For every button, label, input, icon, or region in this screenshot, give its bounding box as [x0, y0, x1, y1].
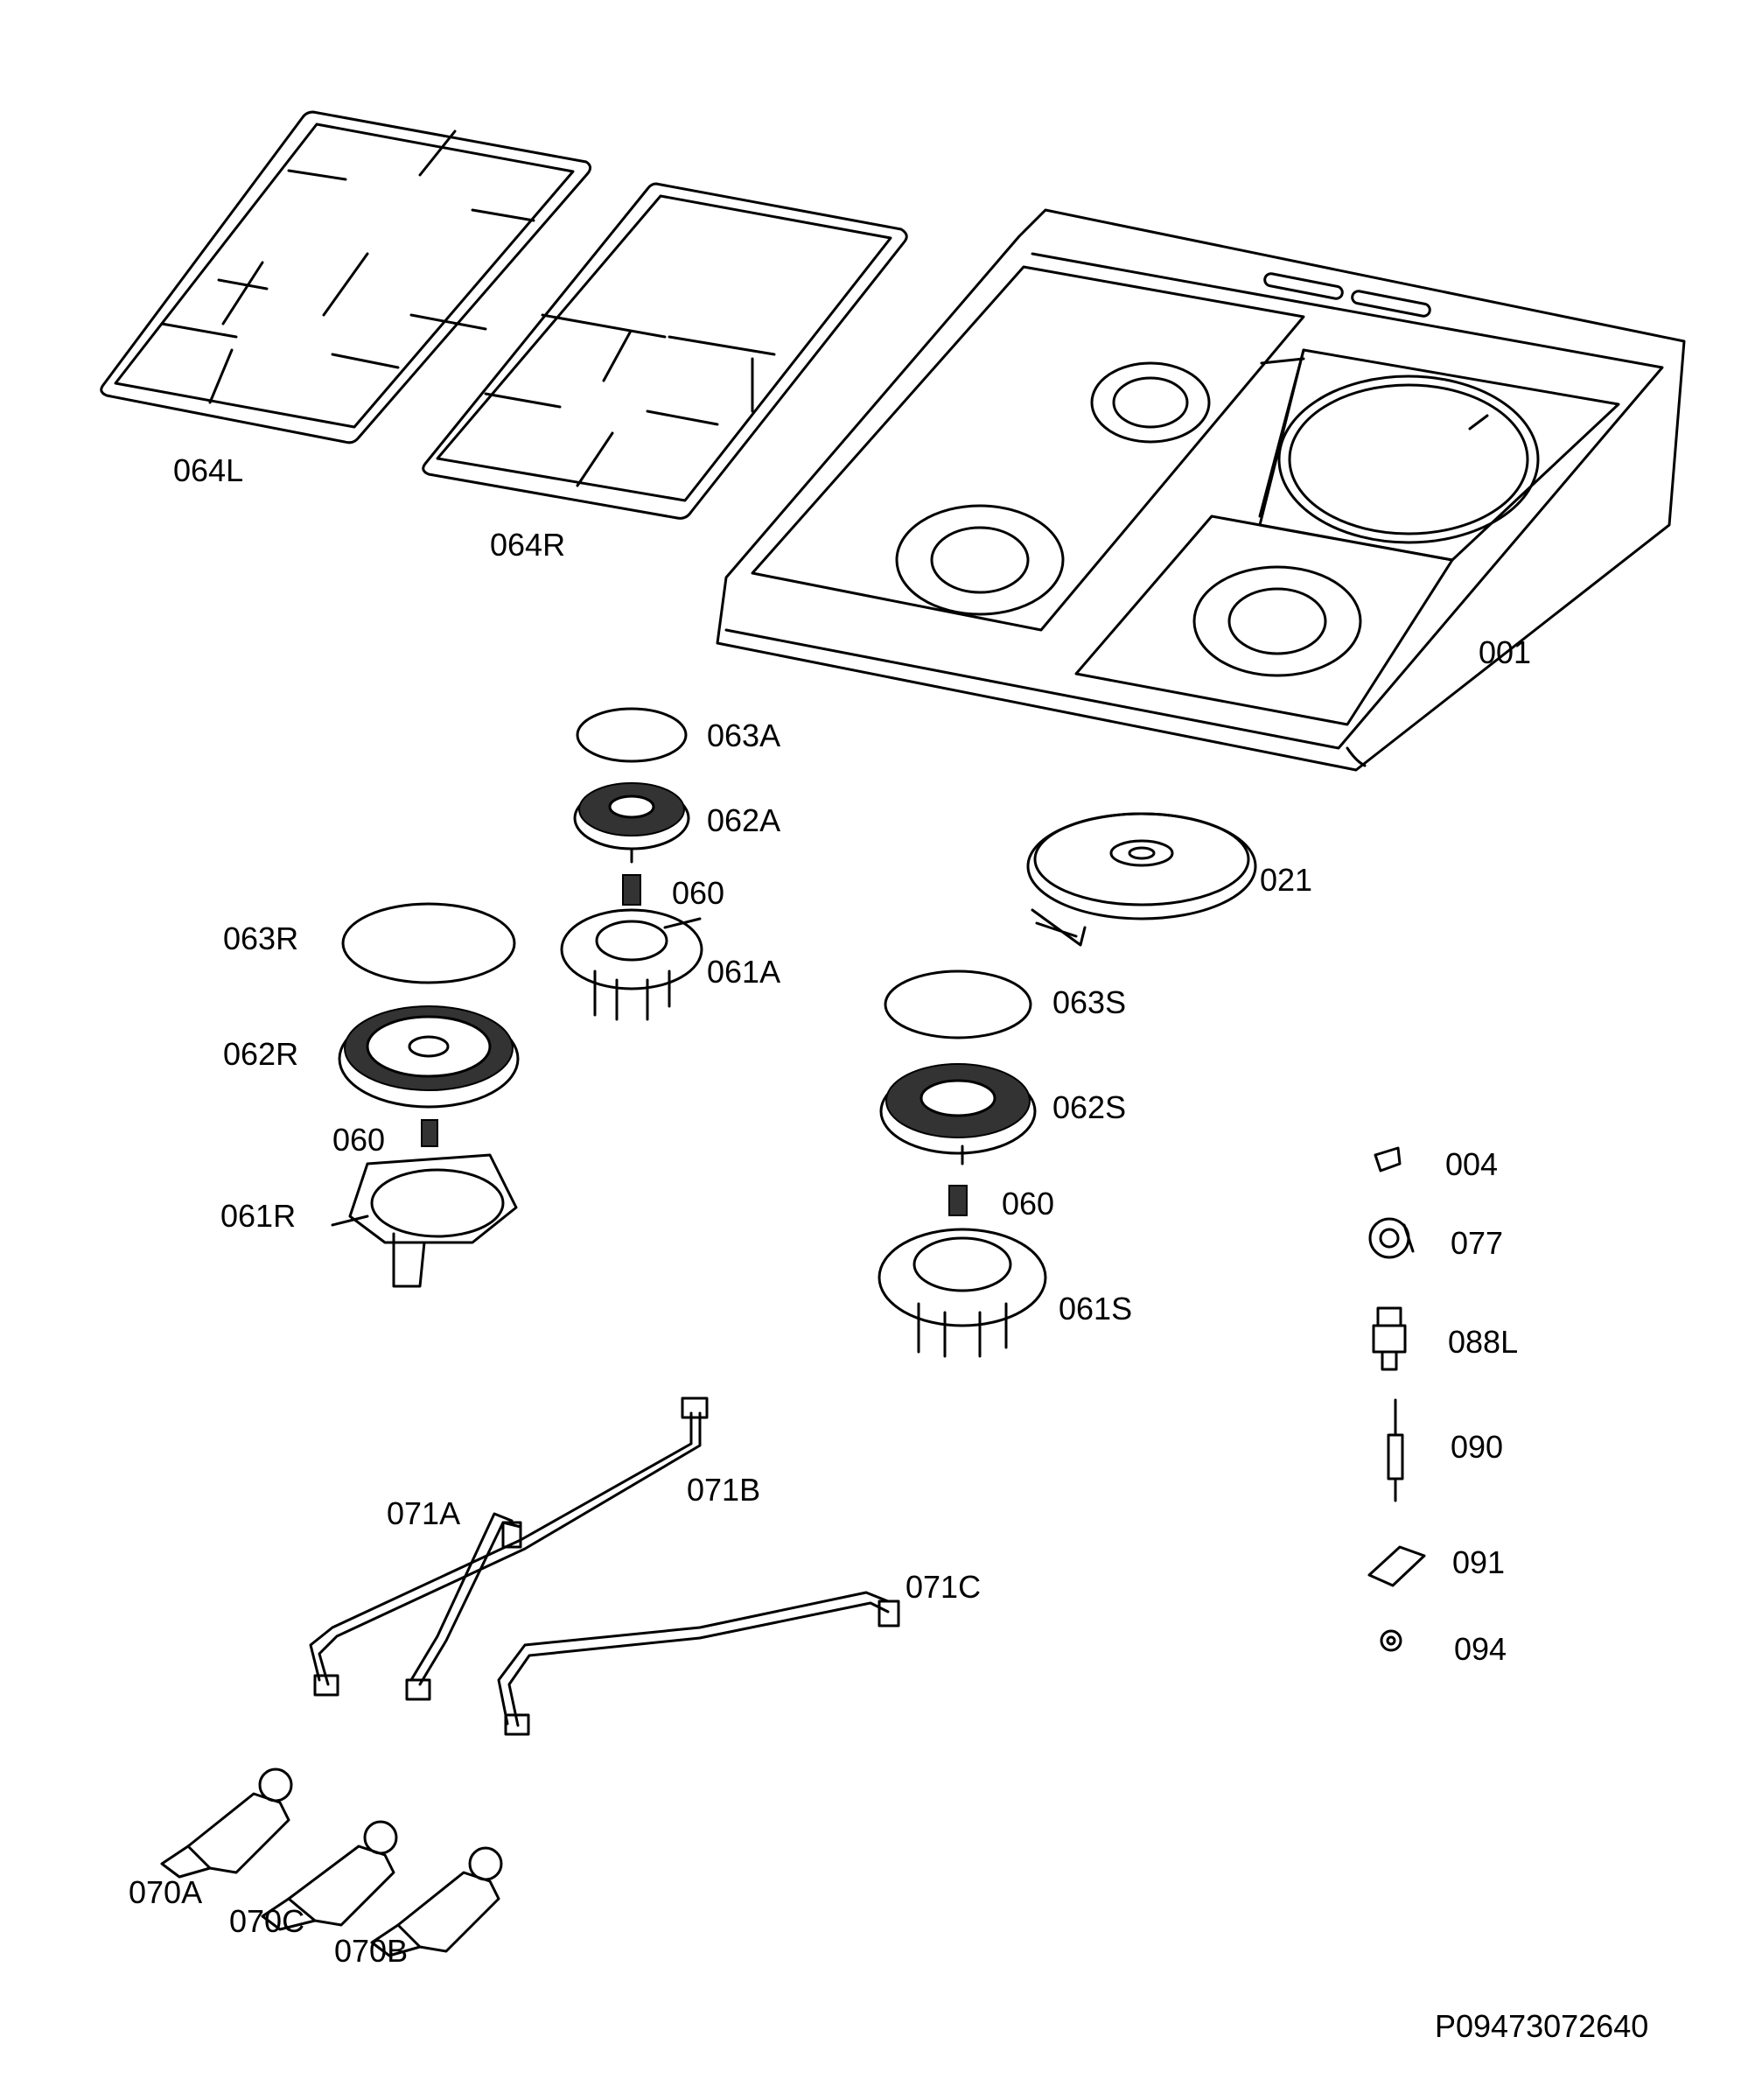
label-070C: 070C: [229, 1903, 305, 1939]
label-063A: 063A: [707, 718, 781, 753]
burner-head-062S: [879, 1063, 1037, 1166]
label-071A: 071A: [387, 1495, 461, 1531]
label-071C: 071C: [905, 1569, 982, 1605]
part-094: [1380, 1629, 1402, 1652]
injector-060-c: [948, 1185, 968, 1216]
gas-taps-070: [160, 1768, 503, 1957]
label-004: 004: [1445, 1146, 1499, 1182]
burner-head-062R: [338, 1005, 520, 1109]
injector-060-a: [622, 874, 641, 906]
label-061A: 061A: [707, 954, 781, 990]
label-060-c: 060: [1002, 1186, 1055, 1222]
label-063S: 063S: [1052, 984, 1127, 1020]
pan-support-064L: [100, 110, 592, 444]
label-062R: 062R: [223, 1036, 299, 1072]
part-088L: [1372, 1306, 1407, 1371]
label-094: 094: [1454, 1631, 1507, 1667]
part-091: [1367, 1545, 1426, 1587]
label-021: 021: [1260, 862, 1313, 898]
burner-base-061S: [878, 1228, 1047, 1358]
label-070B: 070B: [334, 1933, 409, 1969]
burner-base-061A: [560, 908, 703, 1021]
label-071B: 071B: [687, 1472, 761, 1508]
label-060-a: 060: [672, 875, 725, 911]
label-061S: 061S: [1059, 1291, 1133, 1326]
label-064R: 064R: [490, 527, 566, 563]
label-063R: 063R: [223, 920, 299, 956]
pan-support-064R: [422, 182, 908, 520]
hotplate-021: [1026, 812, 1257, 947]
burner-head-062A: [573, 782, 690, 864]
gas-pipes-071: [309, 1396, 900, 1736]
burner-cap-063S: [884, 970, 1032, 1040]
label-077: 077: [1451, 1225, 1504, 1261]
label-090: 090: [1451, 1429, 1504, 1465]
label-062S: 062S: [1052, 1089, 1127, 1125]
burner-cap-063A: [576, 707, 688, 763]
label-062A: 062A: [707, 802, 781, 838]
label-091: 091: [1452, 1544, 1506, 1580]
diagram-code: P09473072640: [1435, 2008, 1649, 2044]
hob-top-001: [716, 208, 1686, 772]
label-061R: 061R: [220, 1198, 297, 1234]
label-070A: 070A: [129, 1874, 203, 1910]
injector-060-b: [421, 1119, 438, 1147]
burner-base-061R: [331, 1153, 518, 1288]
label-060-b: 060: [332, 1122, 386, 1158]
part-004: [1374, 1146, 1402, 1172]
label-088L: 088L: [1448, 1324, 1519, 1360]
part-077: [1368, 1217, 1415, 1259]
part-090: [1387, 1398, 1404, 1502]
label-001: 001: [1479, 634, 1532, 670]
label-064L: 064L: [173, 452, 244, 488]
burner-cap-063R: [341, 902, 516, 984]
